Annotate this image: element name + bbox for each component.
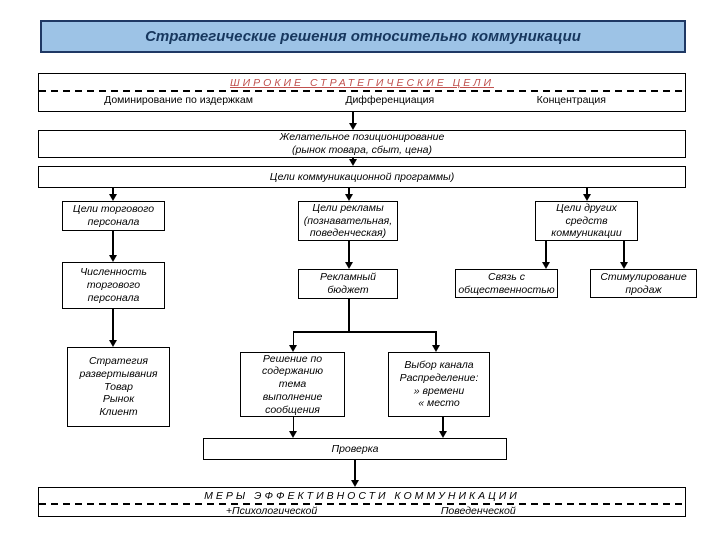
- connector-message-check: [292, 417, 294, 431]
- connector-adgoals-budget: [348, 241, 351, 263]
- connector-comm-salesgoals: [112, 188, 114, 195]
- connector-comm-othergoals: [586, 188, 588, 195]
- node-salesforce-size: Численность торгового персонала: [62, 262, 165, 309]
- arrowhead-branch-channel: [431, 345, 440, 352]
- connector-branch-message: [292, 331, 294, 346]
- arrowhead-message-check: [288, 431, 297, 438]
- node-sales-force-goals-label: Цели торгового персонала: [72, 203, 155, 228]
- node-sales-force-goals: Цели торгового персонала: [62, 201, 165, 231]
- node-advertising-goals: Цели рекламы (познавательная, поведенчес…: [298, 201, 398, 241]
- strategic-goals-divider: [39, 90, 685, 92]
- node-other-media-goals-label: Цели других средств коммуникации: [551, 201, 622, 240]
- strategic-goals-box: ШИРОКИЕ СТРАТЕГИЧЕСКИЕ ЦЕЛИ Доминировани…: [38, 73, 686, 112]
- arrowhead-goals-positioning: [348, 123, 357, 130]
- arrowhead-comm-othergoals: [582, 194, 591, 201]
- arrowhead-size-strategy: [108, 340, 117, 347]
- arrowhead-branch-message: [288, 345, 297, 352]
- connector-comm-adgoals: [348, 188, 351, 195]
- connector-othergoals-pr: [545, 241, 547, 263]
- effectiveness-measures-divider: [39, 503, 685, 505]
- diagram-title: Стратегические решения относительно комм…: [145, 28, 581, 45]
- arrowhead-othergoals-pr: [541, 262, 550, 269]
- connector-salesgoals-size: [112, 231, 114, 256]
- node-channel-choice-label: Выбор канала Распределение: » времени « …: [399, 358, 479, 410]
- node-desired-positioning: Желательное позиционирование (рынок това…: [38, 130, 686, 158]
- node-deployment-strategy-label: Стратегия развертывания Товар Рынок Клие…: [79, 355, 158, 419]
- connector-channel-check: [442, 417, 444, 431]
- node-desired-positioning-label: Желательное позиционирование (рынок това…: [279, 131, 445, 156]
- goal-differentiation: Дифференциация: [345, 94, 435, 106]
- node-comm-program-goals: Цели коммуникационной программы): [38, 166, 686, 188]
- connector-check-measures: [354, 460, 357, 480]
- node-public-relations: Связь с общественностью: [455, 269, 558, 298]
- strategic-goals-heading: ШИРОКИЕ СТРАТЕГИЧЕСКИЕ ЦЕЛИ: [229, 77, 494, 89]
- effectiveness-measures-heading: МЕРЫ ЭФФЕКТИВНОСТИ КОММУНИКАЦИИ: [204, 490, 520, 502]
- effectiveness-measures-box: МЕРЫ ЭФФЕКТИВНОСТИ КОММУНИКАЦИИ +Психоло…: [38, 487, 686, 517]
- connector-budget-branch-bar: [292, 331, 437, 333]
- connector-branch-channel: [435, 331, 437, 346]
- node-public-relations-label: Связь с общественностью: [458, 270, 555, 296]
- goal-concentration: Концентрация: [536, 94, 606, 106]
- node-other-media-goals: Цели других средств коммуникации: [535, 201, 638, 241]
- arrowhead-comm-adgoals: [344, 194, 353, 201]
- arrowhead-comm-salesgoals: [108, 194, 117, 201]
- arrowhead-channel-check: [438, 431, 447, 438]
- node-salesforce-size-label: Численность торгового персонала: [80, 266, 147, 304]
- node-channel-choice: Выбор канала Распределение: » времени « …: [388, 352, 490, 417]
- node-sales-promotion-label: Стимулирование продаж: [600, 270, 687, 296]
- goal-cost-domination: Доминирование по издержкам: [104, 94, 253, 106]
- node-comm-program-goals-label: Цели коммуникационной программы): [269, 170, 455, 183]
- arrowhead-positioning-comm: [348, 159, 357, 166]
- connector-size-strategy: [112, 309, 114, 340]
- arrowhead-check-measures: [350, 480, 359, 487]
- node-check-label: Проверка: [331, 442, 379, 455]
- measure-psychological: +Психологической: [225, 505, 318, 517]
- arrowhead-salesgoals-size: [108, 255, 117, 262]
- measure-behavioral: Поведенческой: [440, 505, 516, 517]
- connector-othergoals-promo: [623, 241, 625, 263]
- connector-goals-positioning: [352, 112, 354, 124]
- node-ad-budget-label: Рекламный бюджет: [320, 271, 376, 296]
- connector-budget-branch-stem: [348, 299, 351, 332]
- arrowhead-othergoals-promo: [619, 262, 628, 269]
- node-advertising-goals-label: Цели рекламы (познавательная, поведенчес…: [303, 201, 393, 240]
- node-message-content-decision: Решение по содержанию тема выполнение со…: [240, 352, 345, 417]
- node-deployment-strategy: Стратегия развертывания Товар Рынок Клие…: [67, 347, 170, 427]
- node-ad-budget: Рекламный бюджет: [298, 269, 398, 299]
- node-check: Проверка: [203, 438, 507, 460]
- node-message-content-decision-label: Решение по содержанию тема выполнение со…: [261, 352, 324, 416]
- arrowhead-adgoals-budget: [344, 262, 353, 269]
- diagram-title-bar: Стратегические решения относительно комм…: [40, 20, 686, 53]
- node-sales-promotion: Стимулирование продаж: [590, 269, 697, 298]
